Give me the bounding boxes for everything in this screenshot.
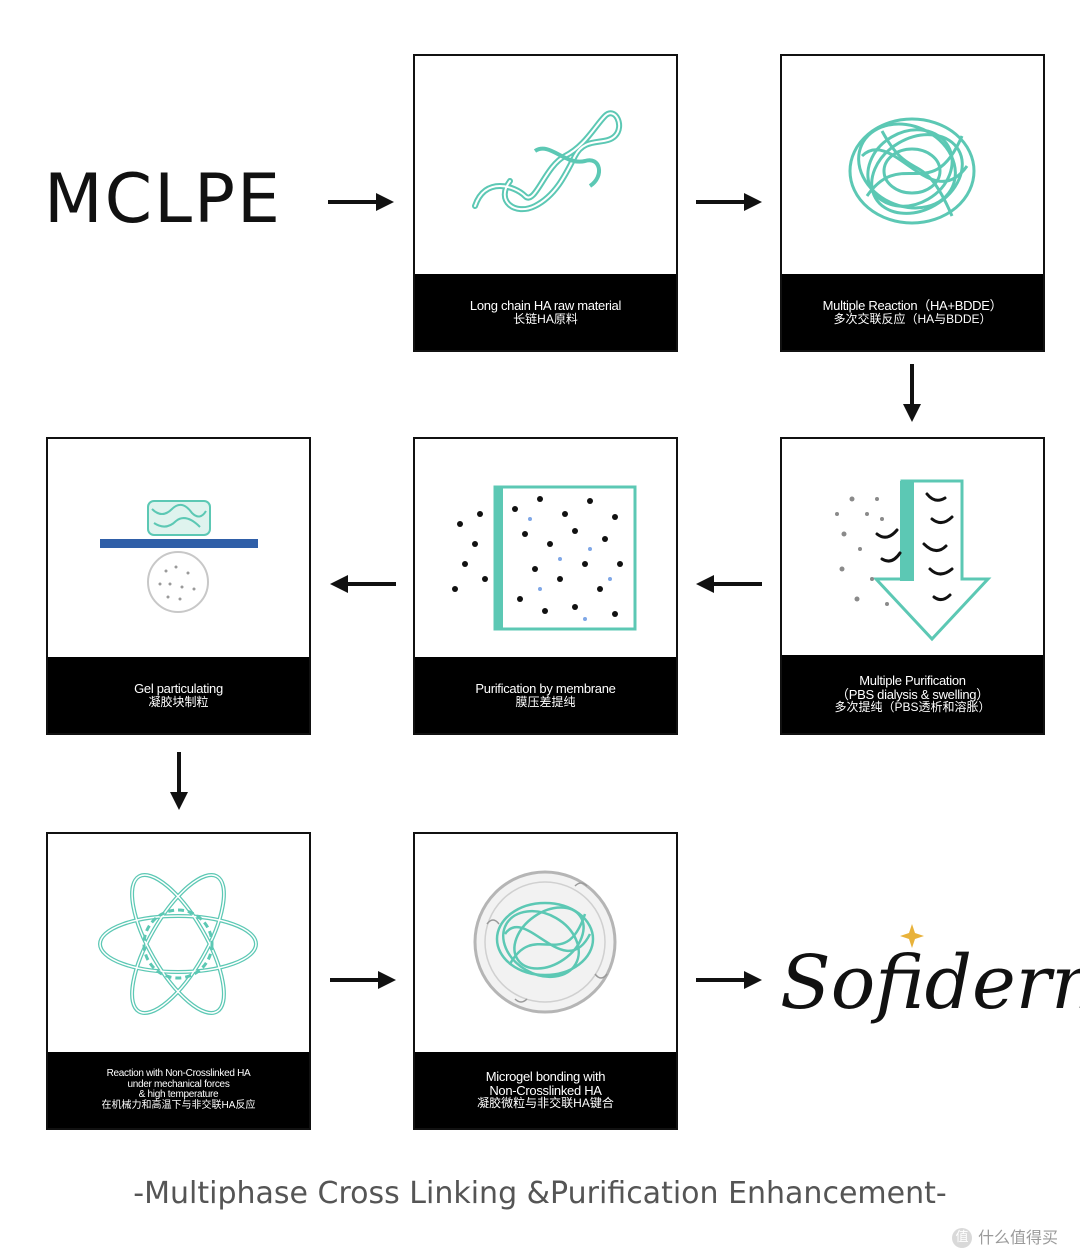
atom-network-illustration xyxy=(98,873,258,1015)
star-icon xyxy=(900,924,924,948)
step-card-gel-particulating: Gel particulating 凝胶块制粒 xyxy=(46,437,311,735)
step-caption: Gel particulating 凝胶块制粒 xyxy=(48,657,309,733)
purification-arrow-illustration xyxy=(835,479,992,642)
arrow-right-icon xyxy=(696,193,762,211)
step-caption: Microgel bonding with Non-Crosslinked HA… xyxy=(415,1052,676,1128)
step-caption: Purification by membrane 膜压差提纯 xyxy=(415,657,676,733)
step-card-non-crosslinked-reaction: Reaction with Non-Crosslinked HA under m… xyxy=(46,832,311,1130)
microgel-sphere-illustration xyxy=(473,870,617,1014)
page-title: MCLPE xyxy=(44,160,283,239)
step-caption: Multiple Reaction（HA+BDDE） 多次交联反应（HA与BDD… xyxy=(782,274,1043,350)
arrow-right-icon xyxy=(328,193,394,211)
step-caption: Long chain HA raw material 长链HA原料 xyxy=(415,274,676,350)
arrow-left-icon xyxy=(330,575,396,593)
arrow-right-icon xyxy=(696,971,762,989)
arrow-right-icon xyxy=(330,971,396,989)
arrow-down-icon xyxy=(170,752,188,810)
step-card-raw-material: Long chain HA raw material 长链HA原料 xyxy=(413,54,678,352)
step-caption: Reaction with Non-Crosslinked HA under m… xyxy=(48,1052,309,1128)
step-card-microgel-bonding: Microgel bonding with Non-Crosslinked HA… xyxy=(413,832,678,1130)
long-chain-ha-illustration xyxy=(472,110,623,213)
step-caption: Multiple Purification （PBS dialysis & sw… xyxy=(782,655,1043,733)
watermark-icon: 值 xyxy=(951,1228,972,1248)
footer-caption: -Multiphase Cross Linking &Purification … xyxy=(133,1176,947,1211)
arrow-left-icon xyxy=(696,575,762,593)
membrane-illustration xyxy=(452,485,637,631)
step-card-multiple-purification: Multiple Purification （PBS dialysis & sw… xyxy=(780,437,1045,735)
watermark: 值什么值得买 xyxy=(951,1224,1058,1248)
crosslinked-ball-illustration xyxy=(848,117,976,225)
step-card-multiple-reaction: Multiple Reaction（HA+BDDE） 多次交联反应（HA与BDD… xyxy=(780,54,1045,352)
gel-particulating-illustration xyxy=(100,500,258,613)
brand-logo: Sofiderm xyxy=(780,940,1080,1026)
arrow-down-icon xyxy=(903,364,921,422)
step-card-membrane: Purification by membrane 膜压差提纯 xyxy=(413,437,678,735)
